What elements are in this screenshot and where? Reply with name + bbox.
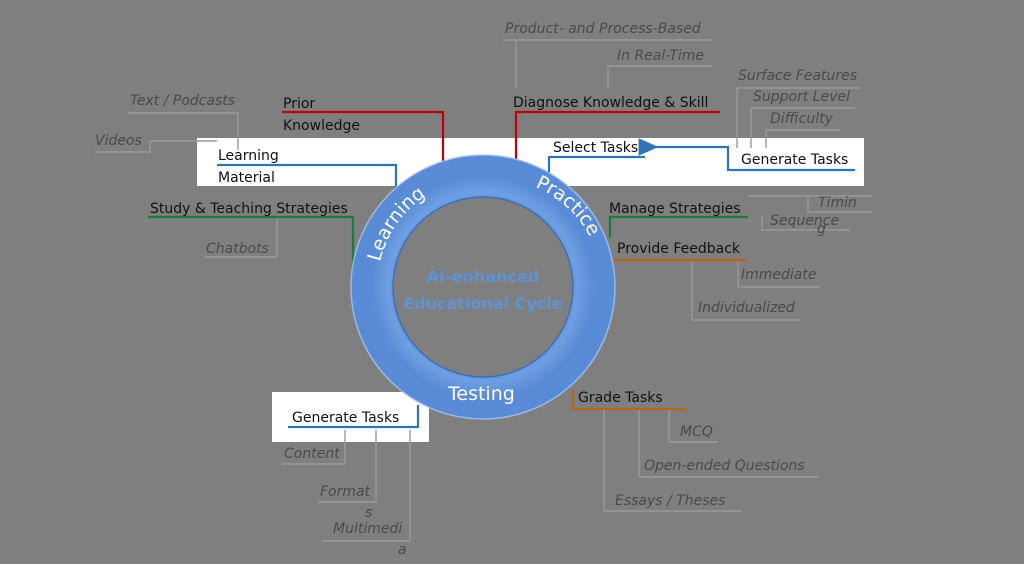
label-open-ended: Open-ended Questions bbox=[644, 458, 805, 474]
label-content: Content bbox=[284, 446, 340, 462]
label-diagnose: Diagnose Knowledge & Skill bbox=[513, 95, 709, 111]
connector-testing-generate bbox=[288, 405, 420, 429]
connector-multimedia bbox=[322, 430, 411, 542]
connector-select-tasks bbox=[547, 155, 645, 180]
connector-chatbots bbox=[205, 215, 278, 258]
connector-generate-select bbox=[638, 138, 855, 172]
label-surface-features: Surface Features bbox=[738, 68, 858, 84]
connector-individualized bbox=[691, 262, 800, 321]
connector-timing bbox=[748, 195, 872, 213]
connector-real-time bbox=[607, 65, 712, 88]
label-select-tasks: Select Tasks bbox=[553, 140, 639, 156]
label-provide-feedback: Provide Feedback bbox=[617, 241, 741, 257]
label-videos: Videos bbox=[95, 133, 142, 149]
label-multimedia-1: Multimedi bbox=[333, 521, 403, 537]
label-learning-material-2: Material bbox=[218, 170, 275, 186]
connector-formats bbox=[318, 430, 377, 503]
connector-manage-strategies bbox=[608, 215, 748, 238]
connector-essays bbox=[603, 410, 742, 512]
label-essays: Essays / Theses bbox=[615, 493, 726, 509]
label-real-time: In Real-Time bbox=[617, 48, 704, 64]
connector-product-process bbox=[503, 39, 712, 88]
connector-diagnose bbox=[514, 110, 720, 165]
label-timing: Timin bbox=[818, 195, 857, 211]
label-immediate: Immediate bbox=[741, 267, 817, 283]
center-title-line2: Educational Cycle bbox=[403, 294, 563, 313]
connector-support-level bbox=[750, 107, 855, 148]
connector-learning-material bbox=[217, 163, 398, 190]
label-grade-tasks: Grade Tasks bbox=[578, 390, 663, 406]
cycle-ring bbox=[351, 155, 615, 419]
label-difficulty: Difficulty bbox=[770, 111, 833, 127]
label-individualized: Individualized bbox=[698, 300, 795, 316]
label-product-process: Product- and Process-Based bbox=[505, 21, 701, 37]
label-mcq: MCQ bbox=[680, 424, 713, 440]
label-chatbots: Chatbots bbox=[206, 241, 269, 257]
connector-grade-tasks bbox=[571, 390, 686, 411]
label-sequence: Sequence bbox=[770, 213, 840, 229]
label-prior-knowledge-1: Prior bbox=[283, 96, 316, 112]
label-manage-strategies: Manage Strategies bbox=[609, 201, 741, 217]
label-learning-material-1: Learning bbox=[218, 148, 279, 164]
label-study-teaching: Study & Teaching Strategies bbox=[150, 201, 348, 217]
label-support-level: Support Level bbox=[753, 89, 850, 105]
cycle-center bbox=[392, 196, 574, 378]
label-generate-tasks-testing: Generate Tasks bbox=[292, 410, 400, 426]
highlight-testing-generate bbox=[272, 392, 429, 442]
connector-text-podcasts bbox=[128, 112, 239, 150]
connector-provide-feedback bbox=[612, 258, 748, 262]
label-formats-1: Format bbox=[320, 484, 371, 500]
connector-immediate bbox=[737, 262, 820, 288]
center-title-line1: AI-enhanced bbox=[426, 267, 540, 286]
label-multimedia-2: a bbox=[398, 542, 407, 558]
connector-mcq bbox=[668, 410, 718, 443]
ring-label-testing: Testing bbox=[447, 383, 515, 405]
connector-open-ended bbox=[638, 410, 818, 478]
connector-prior-knowledge bbox=[282, 110, 445, 165]
connector-sequence bbox=[761, 215, 850, 231]
connector-study-teaching bbox=[148, 215, 355, 268]
connector-videos bbox=[94, 140, 217, 153]
label-generate-tasks-practice: Generate Tasks bbox=[741, 152, 849, 168]
label-text-podcasts: Text / Podcasts bbox=[130, 93, 236, 109]
label-prior-knowledge-2: Knowledge bbox=[283, 118, 360, 134]
connector-difficulty bbox=[765, 129, 840, 148]
connector-content bbox=[282, 430, 346, 465]
center-title: AI-enhanced Educational Cycle bbox=[395, 263, 571, 317]
label-formats-2: s bbox=[365, 505, 373, 521]
label-sequence-tail: g bbox=[817, 221, 826, 237]
connector-surface-features bbox=[736, 87, 860, 148]
